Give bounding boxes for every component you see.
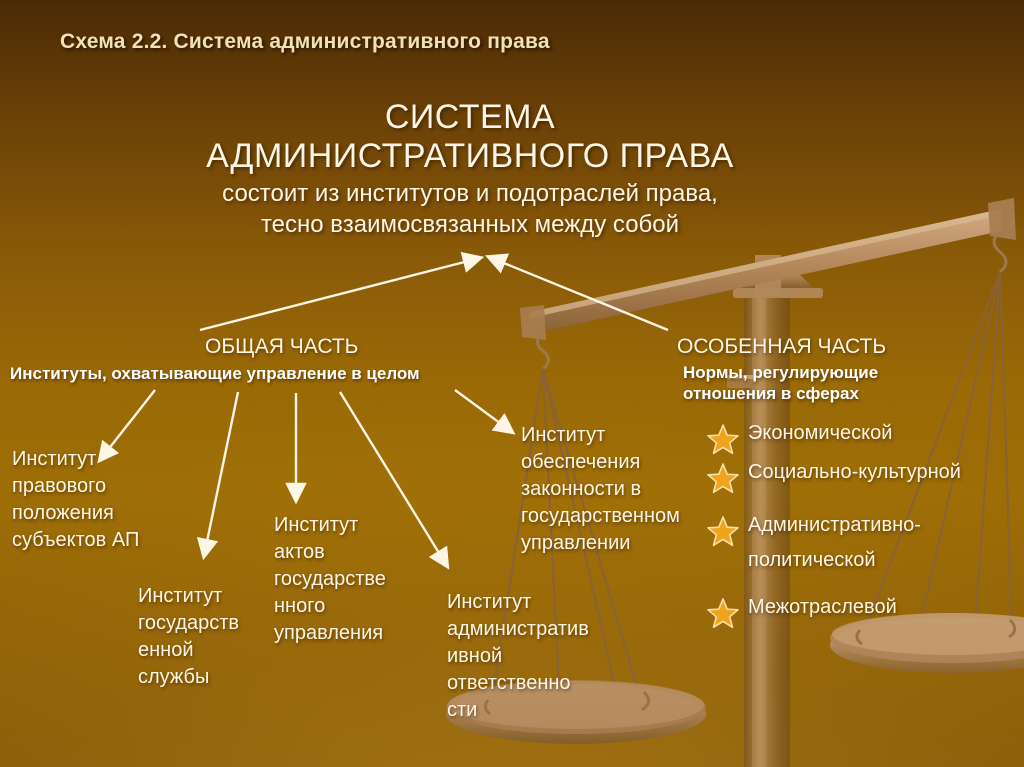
leaf-line: Институт	[521, 424, 606, 446]
leaf-line: нного	[274, 595, 326, 617]
leaf-line: сти	[447, 699, 478, 721]
list-item: Административно-	[706, 512, 1024, 547]
slide-header-title: Схема 2.2. Система административного пра…	[60, 30, 550, 53]
leaf-line: законности в	[521, 478, 642, 500]
main-title-line2: АДМИНИСТРАТИВНОГО ПРАВА	[206, 137, 734, 175]
leaf-line: Институт	[12, 448, 97, 470]
leaf-institut-administrativnoy-otvetstvennosti: Институт административ ивной ответственн…	[447, 589, 607, 724]
branch-heading-special-part: ОСОБЕННАЯ ЧАСТЬ	[677, 335, 887, 358]
arrow-to-institut-gos-sluzhby	[196, 391, 240, 561]
branch-subtext-special-part-line2: отношения в сферах	[683, 384, 859, 403]
leaf-line: обеспечения	[521, 451, 641, 473]
leaf-line: государстве	[274, 568, 386, 590]
list-item-label: политической	[748, 549, 876, 571]
scale-left-hanger	[488, 331, 642, 713]
arrow-right-to-apex	[484, 253, 669, 332]
branch-heading-general-part: ОБЩАЯ ЧАСТЬ	[205, 335, 359, 358]
leaf-institut-obespecheniya-zakonnosti: Институт обеспечения законности в госуда…	[521, 422, 721, 557]
main-title-line1: СИСТЕМА	[384, 98, 556, 136]
list-item-continuation: политической	[748, 547, 1024, 574]
main-subtitle-line2: тесно взаимосвязанных между собой	[260, 211, 680, 238]
scale-right-hanger	[860, 230, 1014, 639]
leaf-line: Институт	[138, 585, 223, 607]
arrow-to-institut-admin-otv	[338, 391, 450, 570]
star-icon	[707, 598, 739, 629]
leaf-line: Институт	[274, 514, 359, 536]
list-item: Экономической	[706, 420, 1024, 455]
leaf-line: субъектов АП	[12, 529, 140, 551]
scale-right-pan	[830, 613, 1024, 673]
leaf-line: енной	[138, 639, 194, 661]
star-icon	[707, 424, 739, 455]
leaf-institut-gosudarstvennoy-sluzhby: Институт государств енной службы	[138, 583, 288, 691]
list-item-label: Межотраслевой	[748, 596, 897, 618]
leaf-line: Институт	[447, 591, 532, 613]
leaf-line: управления	[274, 622, 384, 644]
leaf-line: государственном	[521, 505, 680, 527]
list-item-label: Социально-культурной	[748, 461, 961, 483]
leaf-institut-aktov-gosudarstvennogo-upravleniya: Институт актов государстве нного управле…	[274, 512, 434, 647]
scale-beam	[520, 198, 1016, 340]
main-subtitle-line1: состоит из институтов и подотраслей прав…	[222, 180, 718, 207]
list-item-label: Экономической	[748, 422, 893, 444]
branch-subtext-general-part: Институты, охватывающие управление в цел…	[10, 364, 420, 383]
leaf-line: правового	[12, 475, 107, 497]
list-item: Социально-культурной	[706, 459, 1024, 494]
leaf-line: службы	[138, 666, 210, 688]
special-part-bullet-list: Экономической Социально-культурной Админ…	[706, 420, 1024, 633]
list-item: Межотраслевой	[706, 594, 1024, 629]
star-icon	[707, 463, 739, 494]
leaf-line: государств	[138, 612, 240, 634]
star-icon	[707, 516, 739, 547]
leaf-line: актов	[274, 541, 325, 563]
main-title-block: СИСТЕМА АДМИНИСТРАТИВНОГО ПРАВА состоит …	[150, 98, 790, 240]
leaf-line: управлении	[521, 532, 631, 554]
leaf-line: ответственно	[447, 672, 571, 694]
arrow-left-to-apex	[199, 251, 485, 332]
leaf-institut-pravovogo-polozheniya: Институт правового положения субъектов А…	[12, 446, 192, 554]
leaf-line: ивной	[447, 645, 503, 667]
arrow-to-institut-obespecheniya	[454, 389, 516, 435]
leaf-line: административ	[447, 618, 589, 640]
list-item-label: Административно-	[748, 514, 921, 536]
scale-left-pan	[446, 680, 706, 744]
branch-subtext-special-part-line1: Нормы, регулирующие	[683, 363, 879, 382]
arrow-to-institut-pravovogo	[97, 389, 156, 464]
leaf-line: положения	[12, 502, 114, 524]
